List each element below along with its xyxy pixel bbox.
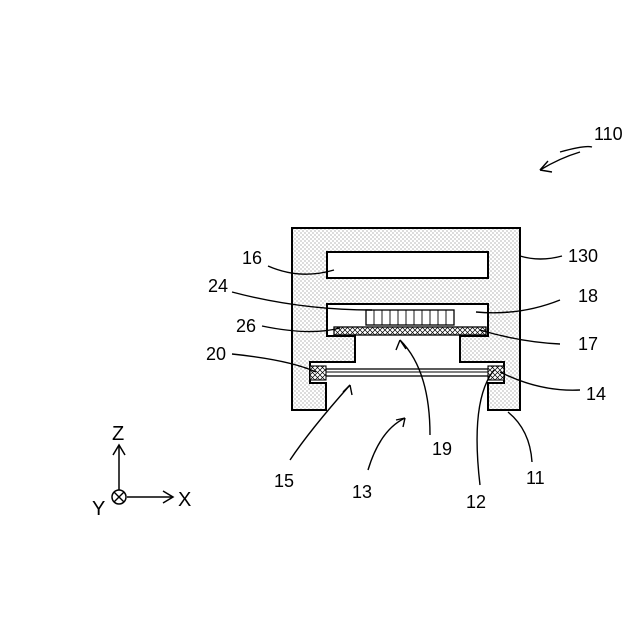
label-11: 11	[526, 468, 545, 488]
label-13: 13	[352, 482, 372, 502]
label-12: 12	[466, 492, 486, 512]
sealant-20	[310, 366, 326, 380]
label-17: 17	[578, 334, 598, 354]
axis-label-y: Y	[92, 498, 105, 520]
axis-label-x: X	[178, 489, 191, 511]
label-19: 19	[432, 439, 452, 459]
coordinate-axes: Z X Y	[92, 423, 191, 520]
label-130: 130	[568, 246, 598, 266]
label-110: 110	[594, 124, 623, 144]
label-15: 15	[274, 471, 294, 491]
component-16	[327, 252, 488, 278]
label-14: 14	[586, 384, 606, 404]
label-16: 16	[242, 248, 262, 268]
label-24: 24	[208, 276, 228, 296]
window-14	[310, 369, 504, 376]
element-24	[366, 310, 454, 325]
label-26: 26	[236, 316, 256, 336]
axis-label-z: Z	[112, 423, 124, 445]
layer-26	[334, 327, 486, 335]
label-18: 18	[578, 286, 598, 306]
label-20: 20	[206, 344, 226, 364]
